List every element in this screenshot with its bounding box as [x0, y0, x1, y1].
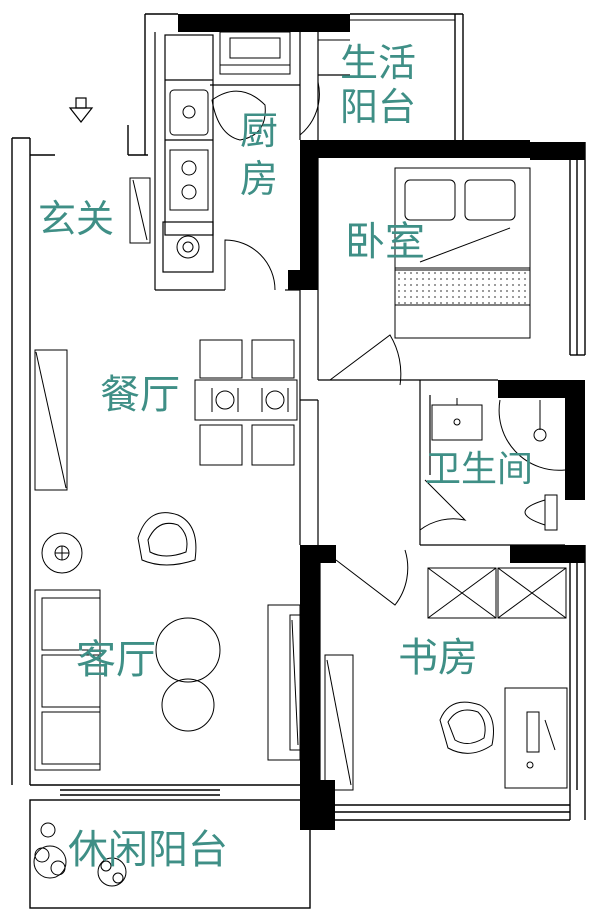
- entrance-arrow-icon: [68, 97, 94, 123]
- thick-walls: [178, 14, 585, 830]
- leisure-balcony-label: 休闲阳台: [68, 827, 228, 873]
- balcony-window: [318, 19, 455, 41]
- kitchen-label-line1: 厨: [240, 109, 279, 153]
- study-label: 书房: [398, 635, 478, 681]
- life-balcony-label-line1: 生活: [340, 41, 417, 85]
- sofa-icon: [34, 589, 101, 771]
- range-hood-icon: [219, 31, 291, 75]
- tv-cabinet-icon: [267, 604, 301, 761]
- living-label: 客厅: [76, 637, 156, 683]
- life-balcony-label: 生活 阳台: [340, 44, 416, 126]
- doors: [224, 81, 566, 606]
- study-cabinets-icon: [427, 567, 567, 619]
- tall-cabinet-icon: [34, 349, 68, 491]
- kitchen-chair-icon: [211, 90, 266, 141]
- armchair-icon: [137, 512, 197, 566]
- dining-table-icon: [194, 339, 298, 466]
- bedroom-label: 卧室: [345, 219, 425, 265]
- desk-chair-icon: [439, 701, 494, 754]
- coffee-table-icon: [155, 617, 221, 732]
- kitchen-label: 厨 房: [240, 112, 278, 198]
- bathroom-label: 卫生间: [425, 449, 534, 490]
- entrance-label: 玄关: [38, 197, 115, 241]
- sink-icon: [169, 89, 209, 136]
- toilet-icon: [524, 494, 558, 531]
- bathroom-sink-icon: [431, 398, 483, 441]
- kitchen-label-line2: 房: [240, 157, 279, 201]
- shoe-cabinet-icon: [129, 177, 151, 244]
- bookshelf-icon: [324, 654, 354, 791]
- lamp-icon: [41, 532, 83, 574]
- desk-icon: [504, 687, 568, 789]
- washing-machine-icon: [176, 235, 200, 259]
- stove-icon: [169, 149, 209, 211]
- life-balcony-label-line2: 阳台: [340, 85, 417, 129]
- bed-icon: [394, 167, 531, 339]
- outer-walls: [11, 13, 586, 909]
- dining-label: 餐厅: [100, 372, 180, 418]
- shower-icon: [533, 400, 547, 442]
- plant-icon: [33, 822, 127, 887]
